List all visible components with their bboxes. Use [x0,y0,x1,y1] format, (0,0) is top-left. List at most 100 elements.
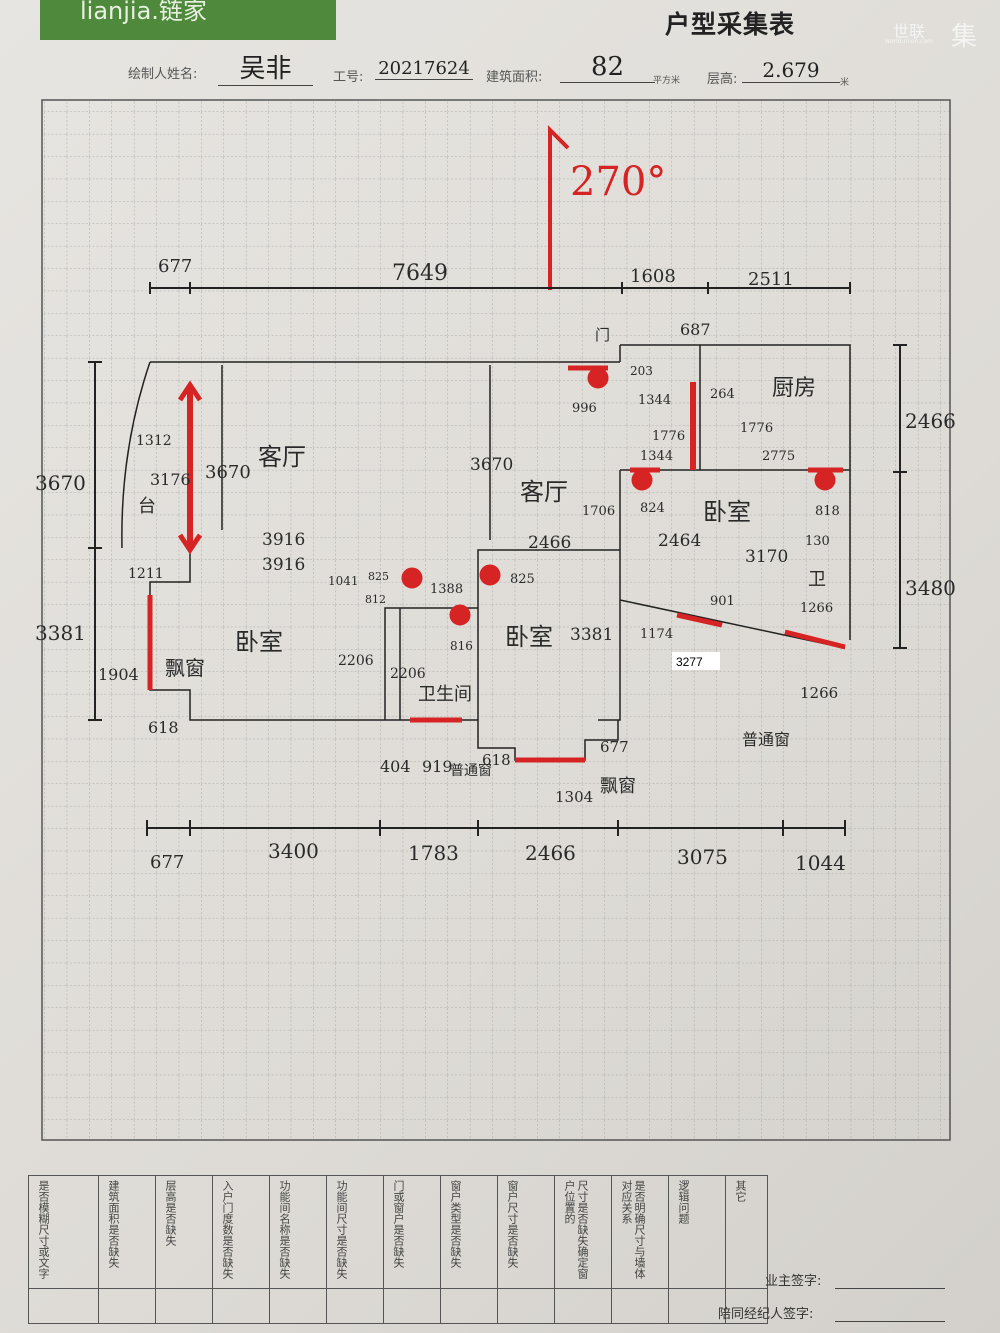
drawer-name-label: 绘制人姓名: [128,67,198,82]
checklist-input-cell[interactable] [269,1288,327,1324]
checklist-column-label: 窗户尺寸是否缺失 [506,1180,519,1268]
room-label: 普通窗 [450,762,492,779]
room-label: 卫生间 [418,684,472,705]
checklist-header-cell: 门或窗户是否缺失 [383,1175,441,1289]
dim-label: 677 [600,738,629,756]
checklist-column-label: 功能间尺寸是否缺失 [335,1180,348,1279]
checklist-column-label: 功能间名称是否缺失 [278,1180,291,1279]
dim-label: 1706 [582,504,615,519]
checklist-header-cell: 功能间名称是否缺失 [269,1175,327,1289]
dim-label: 1044 [795,851,846,875]
dim-label: 3916 [262,530,305,550]
checklist-header-cell: 尺寸是否缺失确定窗户位置的 [554,1175,612,1289]
north-arrow-icon [548,125,570,290]
checklist-input-cell[interactable] [98,1288,156,1324]
dim-label: 3480 [905,576,956,600]
dim-label: 2775 [762,449,795,464]
dim-label: 1776 [740,421,773,436]
area-unit: 平方米 [653,76,681,86]
checklist-input-cell[interactable] [611,1288,669,1324]
area-value: 82 [560,52,655,83]
dim-label: 404 [380,757,411,776]
checklist-column-label: 是否模糊尺寸或文字 [37,1180,50,1279]
checklist-input-cell[interactable] [28,1288,99,1324]
dim-label: 996 [572,401,597,416]
dim-label: 3670 [470,455,513,475]
room-label: 卫 [808,569,826,590]
dim-label: 816 [450,639,473,653]
checklist-input-cell[interactable] [155,1288,213,1324]
room-label: 厨房 [772,376,816,401]
room-label: 卧室 [235,628,283,656]
room-label: 客厅 [258,443,306,471]
dim-label: 203 [630,364,653,378]
owner-signature-field[interactable] [835,1288,945,1289]
watermark-site: worldunion.com [885,38,933,45]
dim-label: 1266 [800,601,833,616]
dim-label: 2206 [390,666,426,682]
checklist-column-label: 尺寸是否缺失确定窗户位置的 [563,1180,589,1279]
dim-label: 3916 [262,555,305,575]
dim-label: 7649 [392,261,448,286]
dim-label: 1304 [555,788,593,806]
dim-label: 3381 [570,625,613,645]
checklist-column-label: 逻辑问题 [677,1180,690,1224]
dim-label: 2466 [905,409,956,433]
dim-label: 1783 [408,841,459,865]
checklist-input-cell[interactable] [668,1288,726,1324]
dim-label: 1041 [328,574,359,588]
dim-label: 919 [422,757,453,776]
checklist-column-label: 其它 [734,1180,747,1202]
room-label: 飘窗 [165,656,205,680]
checklist-column-label: 窗户类型是否缺失 [449,1180,462,1268]
room-label: 台 [138,496,156,517]
door-window-markers [147,365,846,763]
checklist-header-cell: 功能间尺寸是否缺失 [326,1175,384,1289]
dim-label: 825 [368,570,389,583]
dim-label: 3170 [745,547,788,567]
checklist-input-cell[interactable] [326,1288,384,1324]
agent-signature-field[interactable] [835,1321,945,1322]
dim-label: 1174 [640,627,673,642]
checklist-input-cell[interactable] [383,1288,441,1324]
checklist-table: 是否模糊尺寸或文字 建筑面积是否缺失 层高是否缺失 入户门度数是否缺失功能间名称是否缺… [28,1175,768,1324]
checklist-column-label: 是否明确尺寸与墙体对应关系 [620,1180,646,1279]
dim-label: 门 [595,326,610,344]
checklist-input-cell[interactable] [497,1288,555,1324]
dim-label: 1388 [430,582,463,597]
checklist-input-cell[interactable] [725,1288,768,1324]
dim-label: 1344 [638,393,671,408]
height-unit: 米 [840,78,850,88]
dim-label: 618 [482,751,511,769]
checklist-input-cell[interactable] [554,1288,612,1324]
checklist-header-cell: 是否模糊尺寸或文字 [28,1175,99,1289]
dim-label: 824 [640,501,665,516]
employee-id-value: 20217624 [375,58,473,80]
room-labels: 客厅 客厅 卧室 飘窗 卫生间 卧室 卧室 厨房 台 普通窗 普通窗 飘窗 卫 [138,376,826,797]
dim-label: 3400 [268,839,319,863]
watermark-char: 集 [951,22,978,52]
dim-label: 1211 [128,566,164,582]
dim-label: 2206 [338,653,374,669]
dim-label: 3075 [677,845,728,869]
dim-label: 812 [365,593,386,606]
dim-label: 818 [815,504,840,519]
checklist-header-cell: 窗户类型是否缺失 [440,1175,498,1289]
checklist-input-cell[interactable] [440,1288,498,1324]
dim-label: 1608 [630,266,676,287]
dim-label: 618 [148,718,179,737]
checklist-input-cell[interactable] [212,1288,270,1324]
checklist-header-cell: 入户门度数是否缺失 [212,1175,270,1289]
employee-id-label: 工号: [333,70,364,85]
dim-label: 687 [680,320,711,339]
checklist-column-label: 层高是否缺失 [164,1180,177,1246]
dim-label: 677 [158,256,192,277]
checklist-column-label: 门或窗户是否缺失 [392,1180,405,1268]
checklist-header-cell: 窗户尺寸是否缺失 [497,1175,555,1289]
height-value: 2.679 [742,58,840,83]
checklist-column-label: 建筑面积是否缺失 [107,1180,120,1268]
watermark: 世联 集 worldunion.com [885,18,977,52]
room-label: 客厅 [520,478,568,506]
agent-signature-label: 陪同经纪人签字: [718,1307,814,1322]
